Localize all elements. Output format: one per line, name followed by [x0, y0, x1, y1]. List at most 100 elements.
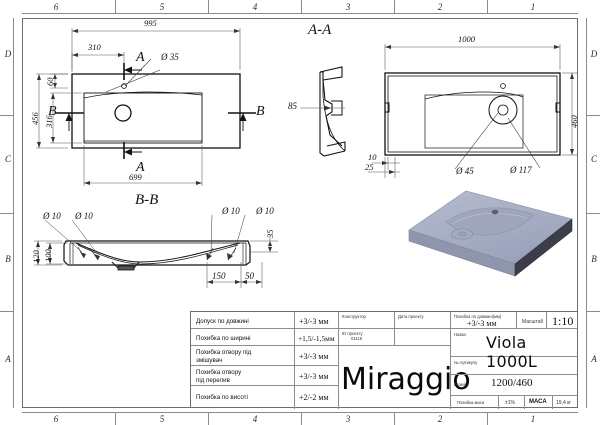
zone-label-bottom-2: 2	[437, 414, 443, 424]
tolerance-label-1: Похибка по ширині	[196, 335, 251, 342]
mass-value: 19,4 кг	[556, 400, 572, 406]
tb-len-tol-cell	[451, 312, 517, 329]
zone-tick-left-1	[0, 115, 14, 116]
zone-label-bottom-1: 1	[530, 414, 536, 424]
tb-row-4-value	[295, 386, 339, 409]
tolerance-label-0: Допуск по довжині	[196, 318, 249, 325]
tb-row-1-label	[191, 329, 295, 346]
tb-mass-tol-cell	[451, 396, 499, 409]
dim-bowl-hole-d117: Ø 117	[510, 165, 532, 175]
zone-tick-top-2	[208, 0, 209, 14]
zone-tick-bottom-3	[301, 412, 302, 425]
tb-row-3-label	[191, 366, 295, 386]
zone-label-right-c: C	[590, 154, 597, 164]
tb-scale-label-cell	[517, 312, 547, 329]
tb-name-cell	[451, 329, 578, 357]
zone-tick-left-2	[0, 213, 14, 214]
zone-label-bottom-3: 3	[345, 414, 351, 424]
section-mark-b-right: B	[256, 104, 265, 119]
zone-tick-bottom-4	[394, 412, 395, 425]
project-id-value: 01115	[351, 336, 363, 341]
section-title-aa: A-A	[308, 22, 332, 38]
dim-lip-10: 10	[368, 152, 377, 162]
zone-label-right-b: B	[591, 254, 597, 264]
title-block: Допуск по довжині +3/-3 мм Похибка по ши…	[190, 311, 578, 409]
tolerance-value-1: +1,5/-1,5мм	[298, 334, 335, 343]
zone-label-top-6: 6	[53, 2, 59, 12]
zone-tick-top-3	[301, 0, 302, 14]
zone-tick-bottom-1	[115, 412, 116, 425]
dim-bb-d10-a: Ø 10	[43, 211, 61, 221]
tolerance-value-2: +3/-3 мм	[299, 352, 329, 361]
dim-bb-50: 50	[245, 271, 254, 281]
zone-label-top-5: 5	[159, 2, 165, 12]
zone-tick-top-1	[115, 0, 116, 14]
mass-label: МАСА	[529, 399, 547, 405]
dim-lip-25: 25	[365, 162, 374, 172]
tb-row-2-value	[295, 346, 339, 366]
article-label: № Артикулу	[454, 360, 478, 365]
section-mark-a-top: A	[136, 50, 145, 65]
mass-tolerance-label: Похибка маси	[457, 400, 485, 405]
zone-label-right-a: A	[591, 354, 597, 364]
tolerance-value-0: +3/-3 мм	[299, 317, 329, 326]
name-label: Назва	[454, 332, 466, 337]
tolerance-label-2: Похибка отвору під змішувач	[196, 349, 252, 364]
tb-row-2-label	[191, 346, 295, 366]
tb-row-0-value	[295, 312, 339, 329]
scale-label: Масштаб	[522, 319, 544, 325]
dim-overflow-d45: Ø 45	[456, 166, 474, 176]
zone-label-top-1: 1	[530, 2, 536, 12]
section-mark-b-left: B	[48, 104, 57, 119]
date-label: Дата проекту	[398, 314, 424, 319]
section-title-bb: B-B	[135, 192, 159, 208]
zone-tick-bottom-2	[208, 412, 209, 425]
tb-project-id-cell	[339, 329, 395, 346]
zone-label-top-4: 4	[252, 2, 258, 12]
project-id-label: ID проекту	[342, 331, 363, 336]
tb-row-3-value	[295, 366, 339, 386]
zone-label-bottom-5: 5	[159, 414, 165, 424]
zone-label-top-2: 2	[437, 2, 443, 12]
dim-bb-d10-c: Ø 10	[222, 206, 240, 216]
zone-label-left-d: D	[4, 49, 12, 59]
dim-bb-d10-b: Ø 10	[75, 211, 93, 221]
tb-size-cell	[451, 375, 578, 396]
zone-frame-top	[22, 13, 578, 14]
dim-overall-length-995: 995	[144, 18, 157, 28]
zone-tick-right-2	[586, 213, 600, 214]
tb-scale-value-cell	[547, 312, 578, 329]
brand-logo: Miraggio	[341, 362, 471, 397]
zone-tick-right-3	[586, 311, 600, 312]
dim-front-length-1000: 1000	[458, 34, 475, 44]
tb-brand-cell	[339, 346, 451, 409]
zone-label-top-3: 3	[345, 2, 351, 12]
size-value: 1200/460	[491, 377, 533, 389]
mass-tolerance-value: ±1%	[505, 400, 515, 406]
tolerance-label-3: Похибка отвору під перелив	[196, 369, 242, 384]
tb-date-value-cell	[395, 329, 451, 346]
zone-label-left-b: B	[5, 254, 11, 264]
zone-label-right-d: D	[590, 49, 598, 59]
zone-label-left-c: C	[4, 154, 11, 164]
tb-article-cell	[451, 357, 578, 375]
zone-tick-top-5	[487, 0, 488, 14]
tolerance-label-4: Похибка по висоті	[196, 394, 248, 401]
zone-label-bottom-4: 4	[252, 414, 258, 424]
dim-offset-310: 310	[88, 42, 101, 52]
product-name: Viola 1000L	[486, 333, 538, 371]
scale-value: 1:10	[552, 314, 574, 328]
tb-row-0-label	[191, 312, 295, 329]
constructor-label: Конструктор	[342, 314, 366, 319]
section-mark-a-bottom: A	[136, 160, 145, 175]
dim-tap-hole-d35: Ø 35	[161, 52, 179, 62]
tb-row-1-value	[295, 329, 339, 346]
tb-mass-tol-value-cell	[499, 396, 525, 409]
tb-row-4-label	[191, 386, 295, 409]
tolerance-value-4: +2/-2 мм	[299, 393, 329, 402]
length-tolerance-label: Похибка по довжині(мм)	[454, 314, 502, 319]
